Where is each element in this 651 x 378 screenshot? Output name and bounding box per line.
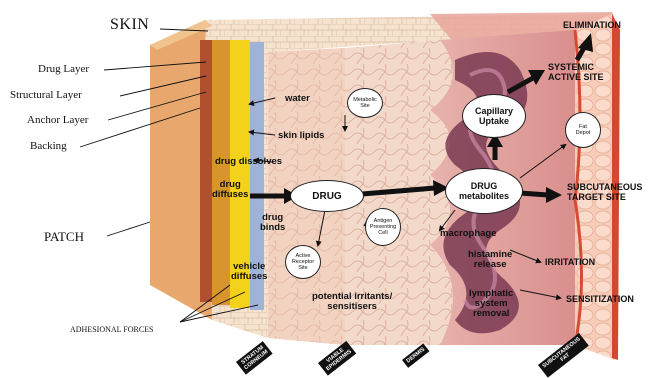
vehicle-diffuses-label: vehicle diffuses — [231, 262, 267, 282]
sensitization-label: SENSITIZATION — [566, 294, 634, 304]
drug-dissolves-label: drug dissolves — [215, 157, 282, 167]
capillary-uptake-text: Capillary Uptake — [475, 106, 513, 126]
active-receptor-bubble: Active Receptor Site — [285, 245, 321, 279]
backing-label: Backing — [30, 140, 67, 152]
capillary-uptake-bubble: Capillary Uptake — [462, 94, 526, 138]
drug-binds-label: drug binds — [260, 213, 285, 233]
antigen-cell-text: Antigen Presenting Cell — [370, 218, 396, 236]
elimination-label: ELIMINATION — [563, 20, 621, 30]
patch-label: PATCH — [44, 229, 84, 245]
drug-diffuses-label: drug diffuses — [212, 180, 248, 200]
drug-bubble: DRUG — [290, 180, 364, 212]
structural-layer — [212, 40, 230, 305]
macrophage-label: macrophage — [440, 229, 497, 239]
potential-irritants-label: potential irritants/ sensitisers — [312, 292, 392, 312]
systemic-active-site-label: SYSTEMIC ACTIVE SITE — [548, 62, 604, 82]
subcutaneous-target-label: SUBCUTANEOUS TARGET SITE — [567, 182, 642, 202]
active-receptor-text: Active Receptor Site — [292, 253, 314, 271]
water-label: water — [285, 94, 310, 104]
metabolic-site-text: Metabolic Site — [353, 97, 377, 109]
irritation-label: IRRITATION — [545, 257, 595, 267]
anchor-layer — [200, 40, 212, 302]
histamine-release-label: histamine release — [468, 250, 512, 270]
drug-metabolites-bubble: DRUG metabolites — [445, 168, 523, 214]
anchor-layer-label: Anchor Layer — [27, 114, 88, 126]
drug-layer-label: Drug Layer — [38, 63, 89, 75]
fat-depot-text: Fat Depot — [576, 124, 591, 136]
antigen-cell-bubble: Antigen Presenting Cell — [365, 208, 401, 246]
drug-bubble-text: DRUG — [312, 191, 341, 202]
adhesional-forces-label: ADHESIONAL FORCES — [70, 325, 154, 334]
skin-lipids-label: skin lipids — [278, 131, 324, 141]
lymphatic-removal-label: lymphatic system removal — [469, 289, 513, 319]
structural-layer-label: Structural Layer — [10, 89, 82, 101]
fat-depot-bubble: Fat Depot — [565, 112, 601, 148]
skin-label: SKIN — [110, 16, 149, 34]
metabolic-site-bubble: Metabolic Site — [347, 88, 383, 118]
drug-metabolites-text: DRUG metabolites — [459, 181, 509, 201]
